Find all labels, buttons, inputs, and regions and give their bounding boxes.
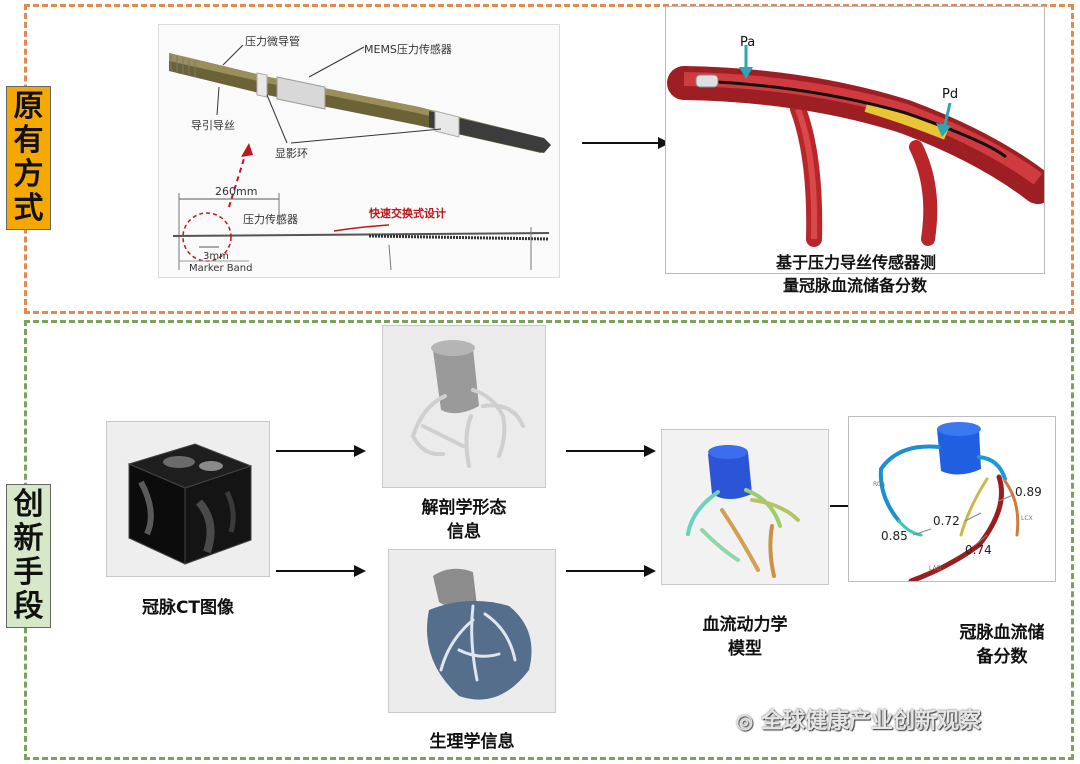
- ffr-value-label: 0.72: [933, 514, 960, 528]
- tag-char: 原: [13, 89, 44, 124]
- ffr-caption-line2: 备分数: [976, 647, 1028, 667]
- stenosis-shape: [864, 102, 948, 140]
- label-micro-catheter: 压力微导管: [245, 35, 300, 48]
- heart-illustration: [427, 568, 532, 700]
- mems-sensor-shape: [276, 76, 326, 110]
- coronary-vessel-panel: Pa Pd 基于压力导丝传感器测: [665, 6, 1045, 274]
- pd-arrow: [942, 102, 952, 130]
- top-section-tag: 原 有 方 式: [6, 86, 51, 230]
- lad-vessel-shape: [908, 474, 1004, 581]
- ct-to-physiology-arrow: [276, 565, 366, 577]
- label-260mm: 260mm: [215, 185, 258, 198]
- tag-char: 段: [13, 589, 44, 624]
- watermark: ◎ 全球健康产业创新观察: [736, 703, 981, 735]
- hemodynamics-model-panel: [661, 429, 829, 585]
- bottom-section-tag: 创 新 手 段: [6, 484, 51, 628]
- model-caption-line2: 模型: [728, 639, 762, 659]
- ct-cube-illustration: [127, 443, 253, 565]
- top-flow-arrow: [582, 137, 670, 149]
- vessel-caption: 基于压力导丝传感器测: [666, 253, 1044, 273]
- vessel-caption-second: 量冠脉血流储备分数: [665, 276, 1045, 296]
- ct-image-panel: [106, 421, 270, 577]
- anatomy-illustration: [410, 340, 525, 468]
- watermark-text: 全球健康产业创新观察: [761, 709, 982, 734]
- tag-char: 创: [13, 487, 44, 522]
- ffr-caption-line1: 冠脉血流储: [959, 623, 1045, 643]
- label-guide-wire: 导引导丝: [191, 119, 235, 132]
- marker-ring-shape: [256, 72, 268, 98]
- tag-char: 新: [13, 521, 44, 556]
- wechat-icon: ◎: [736, 709, 754, 733]
- tag-char: 式: [13, 191, 44, 226]
- anatomy-caption-line2: 信息: [447, 522, 481, 542]
- lcx-label: LCX: [1021, 515, 1033, 522]
- physiology-caption: 生理学信息: [429, 732, 515, 752]
- label-pressure-sensor: 压力传感器: [243, 213, 298, 226]
- label-marker-ring: 显影环: [275, 147, 308, 160]
- label-marker-band: Marker Band: [189, 263, 253, 274]
- ct-caption: 冠脉CT图像: [141, 598, 235, 618]
- vessel-illustration: [667, 45, 1044, 247]
- ffr-value-label: 0.74: [965, 543, 992, 557]
- anatomy-to-model-arrow: [566, 445, 656, 457]
- tag-char: 有: [13, 123, 44, 158]
- vessel-caption-line2: 量冠脉血流储备分数: [782, 276, 927, 295]
- ffr-result-panel: 0.89 0.72 0.85 0.74 RCA LCX LAD: [848, 416, 1056, 582]
- ffr-caption: 冠脉血流储 备分数: [942, 621, 1062, 669]
- label-mems-sensor: MEMS压力传感器: [364, 43, 452, 56]
- label-rapid-exchange: 快速交换式设计: [369, 207, 446, 220]
- lad-label: LAD: [929, 565, 942, 572]
- physiology-to-model-arrow: [566, 565, 656, 577]
- guide-wire-diagram-panel: 压力微导管 MEMS压力传感器 导引导丝 显影环 260mm 压力传感器 快速交…: [158, 24, 560, 278]
- model-illustration: [686, 445, 800, 578]
- vessel-caption-line1: 基于压力导丝传感器测: [775, 253, 936, 272]
- heart-shape: [427, 600, 532, 700]
- anatomy-panel: [382, 325, 546, 488]
- label-3mm: 3mm: [203, 251, 229, 262]
- guide-wire-illustration: [169, 44, 551, 271]
- anatomy-caption: 解剖学形态 信息: [382, 496, 546, 544]
- model-caption-line1: 血流动力学: [702, 615, 788, 635]
- catheter-wire: [695, 79, 1007, 159]
- anatomy-caption-line1: 解剖学形态: [421, 498, 507, 518]
- rca-label: RCA: [873, 481, 886, 488]
- ct-to-anatomy-arrow: [276, 445, 366, 457]
- ffr-value-label: 0.89: [1015, 485, 1042, 499]
- label-pa: Pa: [740, 35, 756, 50]
- tag-char: 方: [13, 157, 44, 192]
- model-caption: 血流动力学 模型: [661, 613, 829, 661]
- physiology-panel: [388, 549, 556, 713]
- ffr-value-label: 0.85: [881, 529, 908, 543]
- ffr-illustration: [878, 422, 1020, 581]
- tag-char: 手: [13, 555, 44, 590]
- label-pd: Pd: [942, 87, 959, 102]
